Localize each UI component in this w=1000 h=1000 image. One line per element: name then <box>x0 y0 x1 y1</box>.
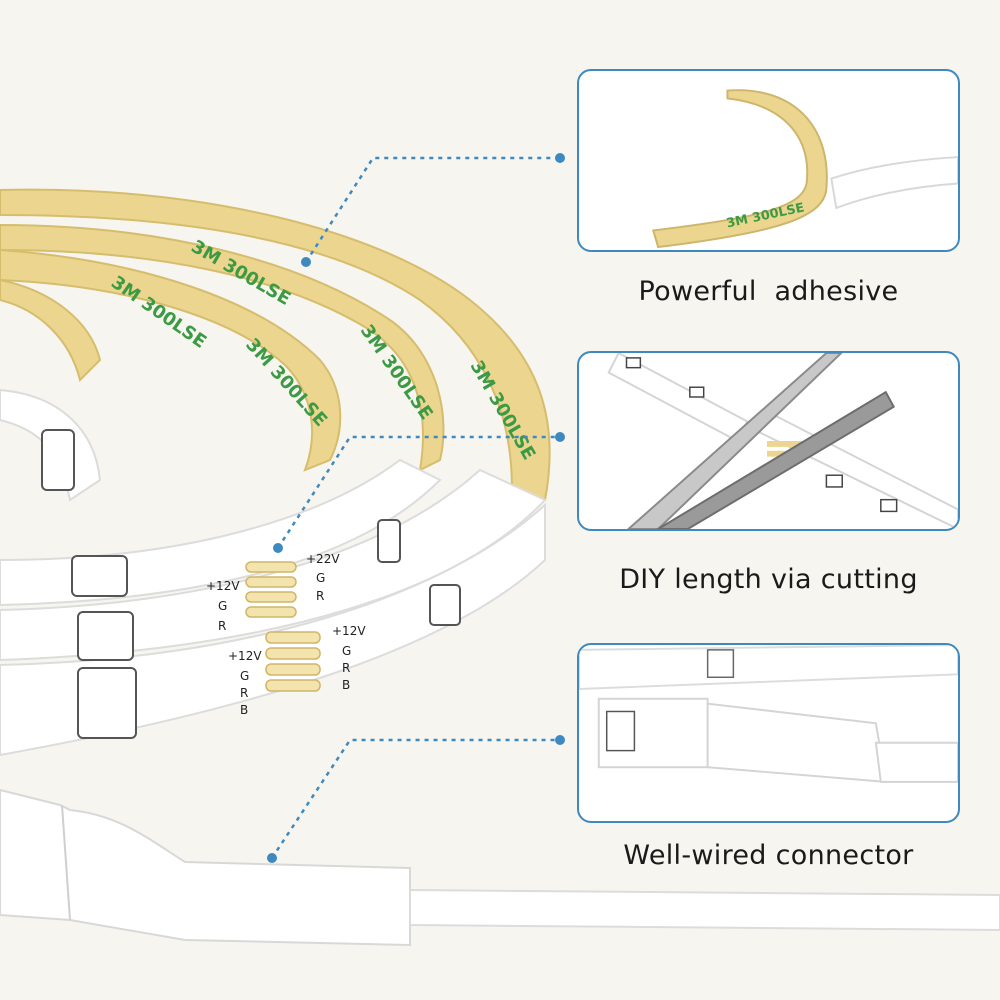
solder-pads <box>245 561 321 692</box>
label-r: R <box>240 686 248 700</box>
label-b: B <box>240 703 248 717</box>
callout-leaders <box>270 156 560 859</box>
label-12v: +12V <box>332 624 366 638</box>
label-r: R <box>316 589 324 603</box>
feature-panel-connector <box>577 643 960 823</box>
label-12v: +12V <box>206 579 240 593</box>
connector-plug <box>0 788 1000 947</box>
led-strip-coil-tape <box>0 188 551 522</box>
label-g: G <box>240 669 249 683</box>
led-chip <box>77 667 137 739</box>
label-r: R <box>218 619 226 633</box>
scissors-icon <box>607 353 958 529</box>
feature-caption-cutting: DIY length via cutting <box>619 564 918 595</box>
label-g: G <box>342 644 351 658</box>
led-chip <box>41 429 75 491</box>
label-g: G <box>316 571 325 585</box>
feature-caption-adhesive: Powerful adhesive <box>638 276 899 307</box>
feature-panel-cutting <box>577 351 960 531</box>
led-chip <box>77 611 134 661</box>
feature-caption-connector: Well-wired connector <box>623 840 914 871</box>
label-g: G <box>218 599 227 613</box>
label-b: B <box>342 678 350 692</box>
label-22v: +22V <box>306 552 340 566</box>
callout-dots <box>267 153 565 863</box>
adhesive-tape-icon: 3M 300LSE <box>651 89 958 249</box>
led-chip <box>429 584 461 626</box>
label-r: R <box>342 661 350 675</box>
strip-label-group: +12V G R +22V G R +12V G R B +12V G R B <box>206 552 366 717</box>
led-chip <box>377 519 401 563</box>
led-chip <box>71 555 128 597</box>
label-12v: +12V <box>228 649 262 663</box>
connector-icon <box>579 645 958 783</box>
feature-panel-adhesive: 3M 300LSE <box>577 69 960 252</box>
strip-leds <box>41 429 461 739</box>
